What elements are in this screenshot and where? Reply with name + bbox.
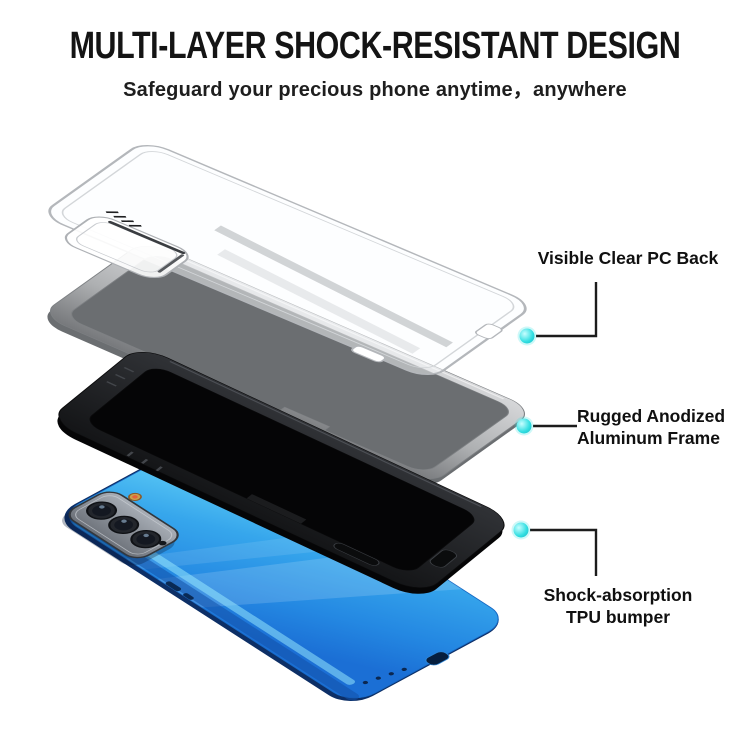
case-grill-dashes — [105, 211, 142, 227]
camera-lens — [86, 501, 118, 520]
callout-dot-alu-frame — [516, 418, 532, 434]
phone-edge-deep — [69, 515, 359, 701]
callout-label-pc-back: Visible Clear PC Back — [518, 247, 738, 269]
phone-power-button — [183, 593, 194, 600]
callout-label-tpu-bumper: Shock-absorption TPU bumper — [527, 584, 709, 628]
tpu-bumper-side-slot — [429, 549, 458, 568]
callout-label-aluminum-frame: Rugged Anodized Aluminum Frame — [577, 405, 750, 449]
tpu-bumper-highlight — [169, 361, 482, 508]
camera-module-inner-line — [75, 495, 173, 555]
callout-line-tpu-bumper — [530, 528, 598, 576]
callout-dot-tpu-bumper — [513, 522, 529, 538]
tpu-bumper-ribs — [106, 366, 163, 472]
callout-text: Shock-absorption — [543, 585, 693, 605]
camera-cutout-outer — [64, 216, 189, 279]
clear-case-inner-wall — [61, 151, 515, 369]
camera-cutout-shade — [108, 220, 186, 255]
case-port-tab — [351, 345, 387, 363]
aluminum-frame-step — [279, 406, 331, 431]
camera-lens — [130, 529, 162, 549]
callout-dots — [511, 326, 537, 540]
camera-sensor-dot — [158, 540, 167, 546]
page-title: MULTI-LAYER SHOCK-RESISTANT DESIGN — [69, 25, 681, 67]
camera-cutout-shade-side — [157, 254, 185, 273]
callout-lines — [530, 282, 598, 576]
phone-volume-button — [165, 581, 182, 592]
callout-line-pc-back — [536, 282, 598, 338]
clear-case-layer — [48, 144, 527, 376]
clear-case-reflection — [214, 225, 453, 348]
tpu-bumper-layer — [57, 352, 505, 594]
phone-edge-glow — [93, 516, 356, 685]
aluminum-frame-depth — [47, 251, 522, 485]
tpu-bumper-step — [246, 494, 307, 524]
camera-flash-core — [132, 495, 138, 499]
tpu-bumper-body — [58, 352, 505, 588]
tpu-bumper-slot — [333, 542, 380, 566]
callout-text: Rugged Anodized — [577, 406, 726, 426]
clear-case-reflection-soft — [217, 249, 421, 354]
callout-dot-pc-back — [519, 328, 535, 344]
callout-text: Visible Clear PC Back — [537, 248, 719, 268]
case-button-tab — [475, 323, 503, 340]
callout-text: Aluminum Frame — [577, 428, 720, 448]
page-subtitle: Safeguard your precious phone anytime，an… — [123, 79, 627, 101]
callout-text: TPU bumper — [565, 607, 671, 627]
speaker-holes — [362, 667, 407, 685]
camera-lens — [108, 515, 140, 535]
phone-layer — [62, 436, 499, 702]
tpu-bumper-depth — [57, 358, 503, 594]
usb-c-port — [425, 651, 450, 666]
